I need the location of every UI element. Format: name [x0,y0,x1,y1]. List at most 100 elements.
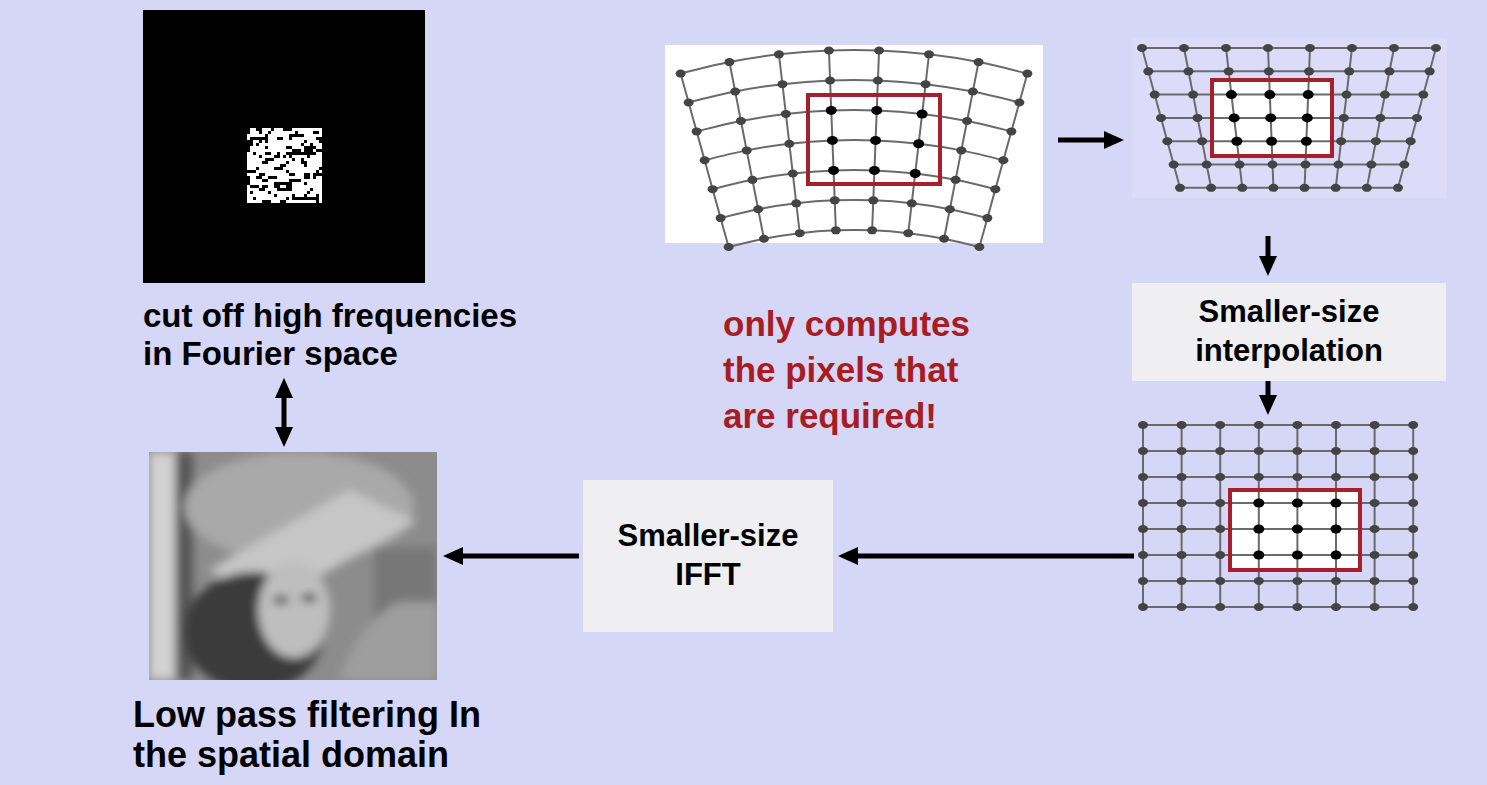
spectrum-speckle [262,164,265,167]
grid-point [1231,137,1242,146]
spectrum-speckle [250,164,253,167]
spectrum-speckle [298,182,304,185]
spectrum-speckle [316,128,322,131]
grid-point [1177,525,1187,533]
grid-point [824,46,834,54]
spectrum-speckle [304,188,307,191]
spectrum-speckle [304,158,307,161]
spectrum-speckle [274,149,280,152]
spectrum-speckle [298,191,304,194]
spectrum-speckle [280,149,289,152]
spectrum-speckle [292,131,295,134]
spectrum-speckle [301,179,304,182]
spectrum-speckle [250,197,253,200]
spectrum-speckle [271,185,274,188]
spectrum-speckle [256,200,262,203]
spectrum-speckle [262,128,271,131]
spectrum-speckle [280,197,283,200]
spectrum-speckle [271,140,274,143]
flow-arrow [282,388,287,437]
spectrum-speckle [313,143,322,146]
grid-point [1169,161,1179,169]
spectrum-speckle [292,161,301,164]
grid-point [1389,44,1399,52]
grid-point [924,50,934,58]
spectrum-speckle [307,182,316,185]
spectrum-speckle [271,188,277,191]
spectrum-speckle [256,152,265,155]
spectrum-speckle [286,134,289,137]
grid-point [1150,91,1160,99]
photo-shape [301,594,317,602]
spectrum-speckle [250,149,253,152]
spectrum-speckle [292,182,295,185]
grid-point [903,229,913,237]
grid-line [1142,48,1180,188]
spectrum-speckle [280,191,289,194]
spectrum-speckle [247,173,250,176]
spectrum-speckle [247,152,253,155]
spectrum-speckle [256,197,262,200]
spectrum-speckle [301,182,304,185]
spectrum-speckle [289,170,298,173]
grid-point [724,243,734,251]
spectrum-speckle [313,188,322,191]
spectrum-speckle [256,170,265,173]
spectrum-speckle [316,191,322,194]
spectrum-speckle [310,137,316,140]
grid-point [921,80,931,88]
grid-point [1138,499,1148,507]
spectrum-speckle [319,161,322,164]
grid-point [742,146,752,154]
grid-point [736,117,746,125]
grid-point [716,214,726,222]
grid-point [1303,90,1314,99]
grid-line [1184,48,1211,188]
spectrum-speckle [280,161,286,164]
spectrum-speckle [295,188,298,191]
grid-line [713,170,996,189]
spectrum-speckle [298,185,301,188]
spectrum-speckle [283,149,289,152]
spectrum-speckle [265,155,274,158]
spectrum-speckle [319,170,322,173]
grid-point [1370,421,1380,429]
spectrum-speckle [253,158,262,161]
spectrum-speckle [250,173,259,176]
spectrum-speckle [247,155,256,158]
grid-line [979,74,1027,247]
spectrum-speckle [292,143,295,146]
spectrum-speckle [280,128,283,131]
grid-point [1177,447,1187,455]
grid-point [974,58,984,66]
grid-point [1331,499,1342,508]
grid-point [747,176,757,184]
grid-point [1408,603,1418,611]
spectrum-speckle [253,149,256,152]
spectrum-speckle [316,182,322,185]
grid-point [1264,67,1274,75]
spectrum-speckle [319,155,322,158]
spectrum-speckle [280,155,283,158]
grid-point [1264,90,1275,99]
spectrum-speckle [292,128,298,131]
grid-point [692,127,702,135]
spectrum-speckle [286,140,295,143]
spectrum-speckle [286,176,295,179]
flow-arrow [1266,380,1271,405]
grid-point [1425,67,1435,75]
spectrum-speckle [304,179,307,182]
grid-point [1370,447,1380,455]
spectrum-speckle [313,167,316,170]
spectrum-speckle [277,128,283,131]
grid-point [1304,67,1314,75]
spectrum-speckle [271,191,274,194]
spectrum-speckle [310,200,316,203]
grid-point [1265,113,1276,122]
spectrum-speckle [304,185,307,188]
spectrum-speckle [265,191,268,194]
spectrum-speckle [289,158,292,161]
grid-point [1253,551,1264,560]
spectrum-speckle [319,182,322,185]
grid-point [1138,603,1148,611]
